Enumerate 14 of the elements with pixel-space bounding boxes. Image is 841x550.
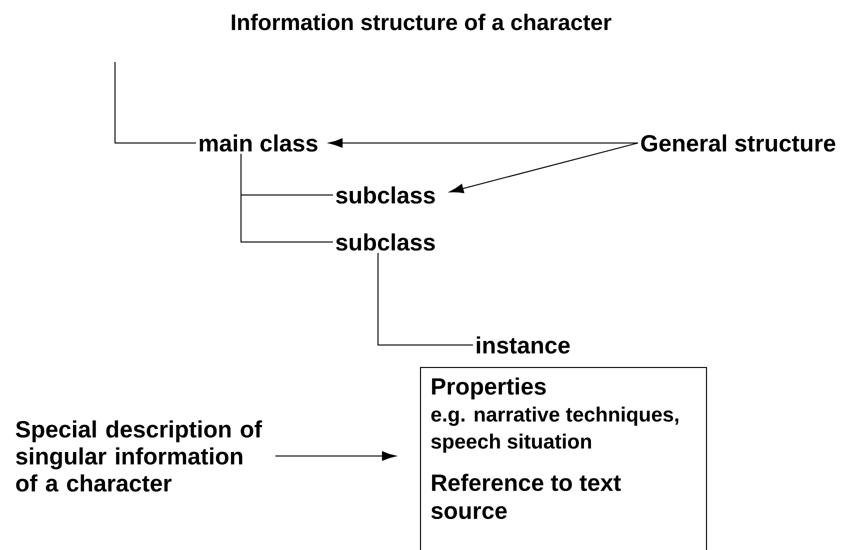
tree-line (378, 252, 474, 346)
class-label: subclass (336, 186, 435, 204)
title: Information structure of a character (232, 14, 612, 30)
arrow (450, 142, 638, 194)
annotation-text: Special description of singular information of a character (16, 420, 262, 492)
arrow (274, 451, 396, 461)
tree-line (114, 62, 196, 144)
class-label: main class (200, 134, 318, 152)
class-label: subclass (336, 233, 435, 251)
annotation-text: General structure (641, 134, 836, 152)
tree-line (240, 153, 334, 242)
properties-box: Properties e.g. narrative techniques, speech situation Reference to text source (420, 367, 707, 550)
class-label: instance (476, 336, 570, 354)
arrow (328, 138, 638, 148)
